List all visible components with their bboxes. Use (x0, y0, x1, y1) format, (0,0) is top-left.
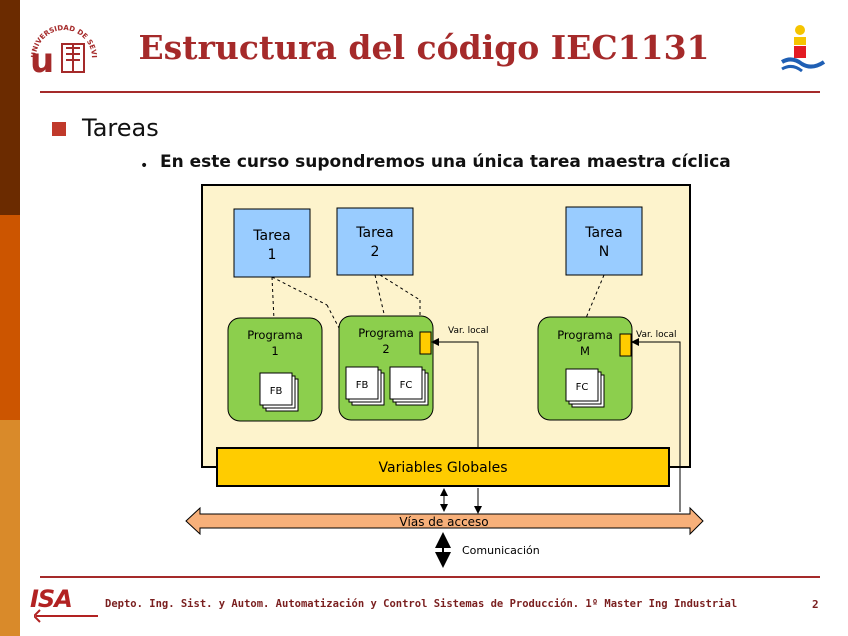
var-local-box-m (619, 333, 632, 357)
left-sidebar (0, 0, 20, 636)
var-local-box-2 (419, 331, 432, 355)
task-box-n: Tarea N (565, 206, 643, 276)
svg-text:Tarea: Tarea (355, 225, 393, 241)
svg-text:Variables Globales: Variables Globales (379, 460, 508, 476)
svg-text:2: 2 (382, 342, 389, 356)
svg-text:Programa: Programa (247, 328, 303, 342)
local-var-arrows (431, 338, 681, 512)
bullet-text: En este curso supondremos una única tare… (160, 152, 731, 172)
isa-logo: ISA (30, 585, 73, 613)
svg-text:Tarea: Tarea (252, 228, 290, 244)
page-number: 2 (812, 598, 819, 611)
task-box-2: Tarea 2 (336, 207, 414, 276)
global-variables-bar: Variables Globales (216, 447, 670, 487)
sidebar-segment-dark (0, 0, 20, 215)
svg-text:Programa: Programa (557, 328, 613, 342)
round-bullet-icon: • (140, 158, 149, 174)
svg-text:u: u (30, 41, 54, 78)
svg-text:Vías de acceso: Vías de acceso (399, 515, 488, 529)
svg-text:Tarea: Tarea (584, 225, 622, 241)
communication-label: Comunicación (462, 544, 540, 557)
university-logo-icon: UNIVERSIDAD DE SEVILLA u (26, 14, 98, 78)
sidebar-segment-light (0, 420, 20, 636)
fb-block-program-1: FB (259, 372, 299, 412)
svg-text:FB: FB (356, 380, 369, 391)
svg-text:Programa: Programa (358, 326, 414, 340)
footer-rule (40, 576, 820, 578)
page-title: Estructura del código IEC1131 (138, 28, 710, 67)
var-local-label-2: Var. local (448, 326, 489, 336)
sidebar-segment-mid (0, 215, 20, 420)
svg-text:N: N (599, 244, 609, 260)
fc-block-program-2: FC (389, 366, 429, 406)
access-paths-arrow: Vías de acceso (185, 506, 704, 536)
var-local-label-m: Var. local (636, 330, 677, 340)
square-bullet-icon (52, 122, 66, 136)
global-access-arrows (440, 488, 482, 514)
svg-text:1: 1 (268, 247, 277, 263)
svg-text:1: 1 (271, 344, 278, 358)
svg-text:FC: FC (400, 380, 413, 391)
heading-tareas: Tareas (82, 114, 159, 142)
isa-arrow-icon (34, 609, 98, 623)
svg-text:FB: FB (270, 386, 283, 397)
footer-text: Depto. Ing. Sist. y Autom. Automatizació… (105, 598, 738, 610)
svg-text:FC: FC (576, 382, 589, 393)
fb-block-program-2: FB (345, 366, 385, 406)
svg-text:M: M (580, 344, 590, 358)
fc-block-program-m: FC (565, 368, 605, 408)
svg-text:2: 2 (371, 244, 380, 260)
title-rule (40, 91, 820, 93)
uni-logo-icon (780, 25, 826, 73)
task-box-1: Tarea 1 (233, 208, 311, 278)
